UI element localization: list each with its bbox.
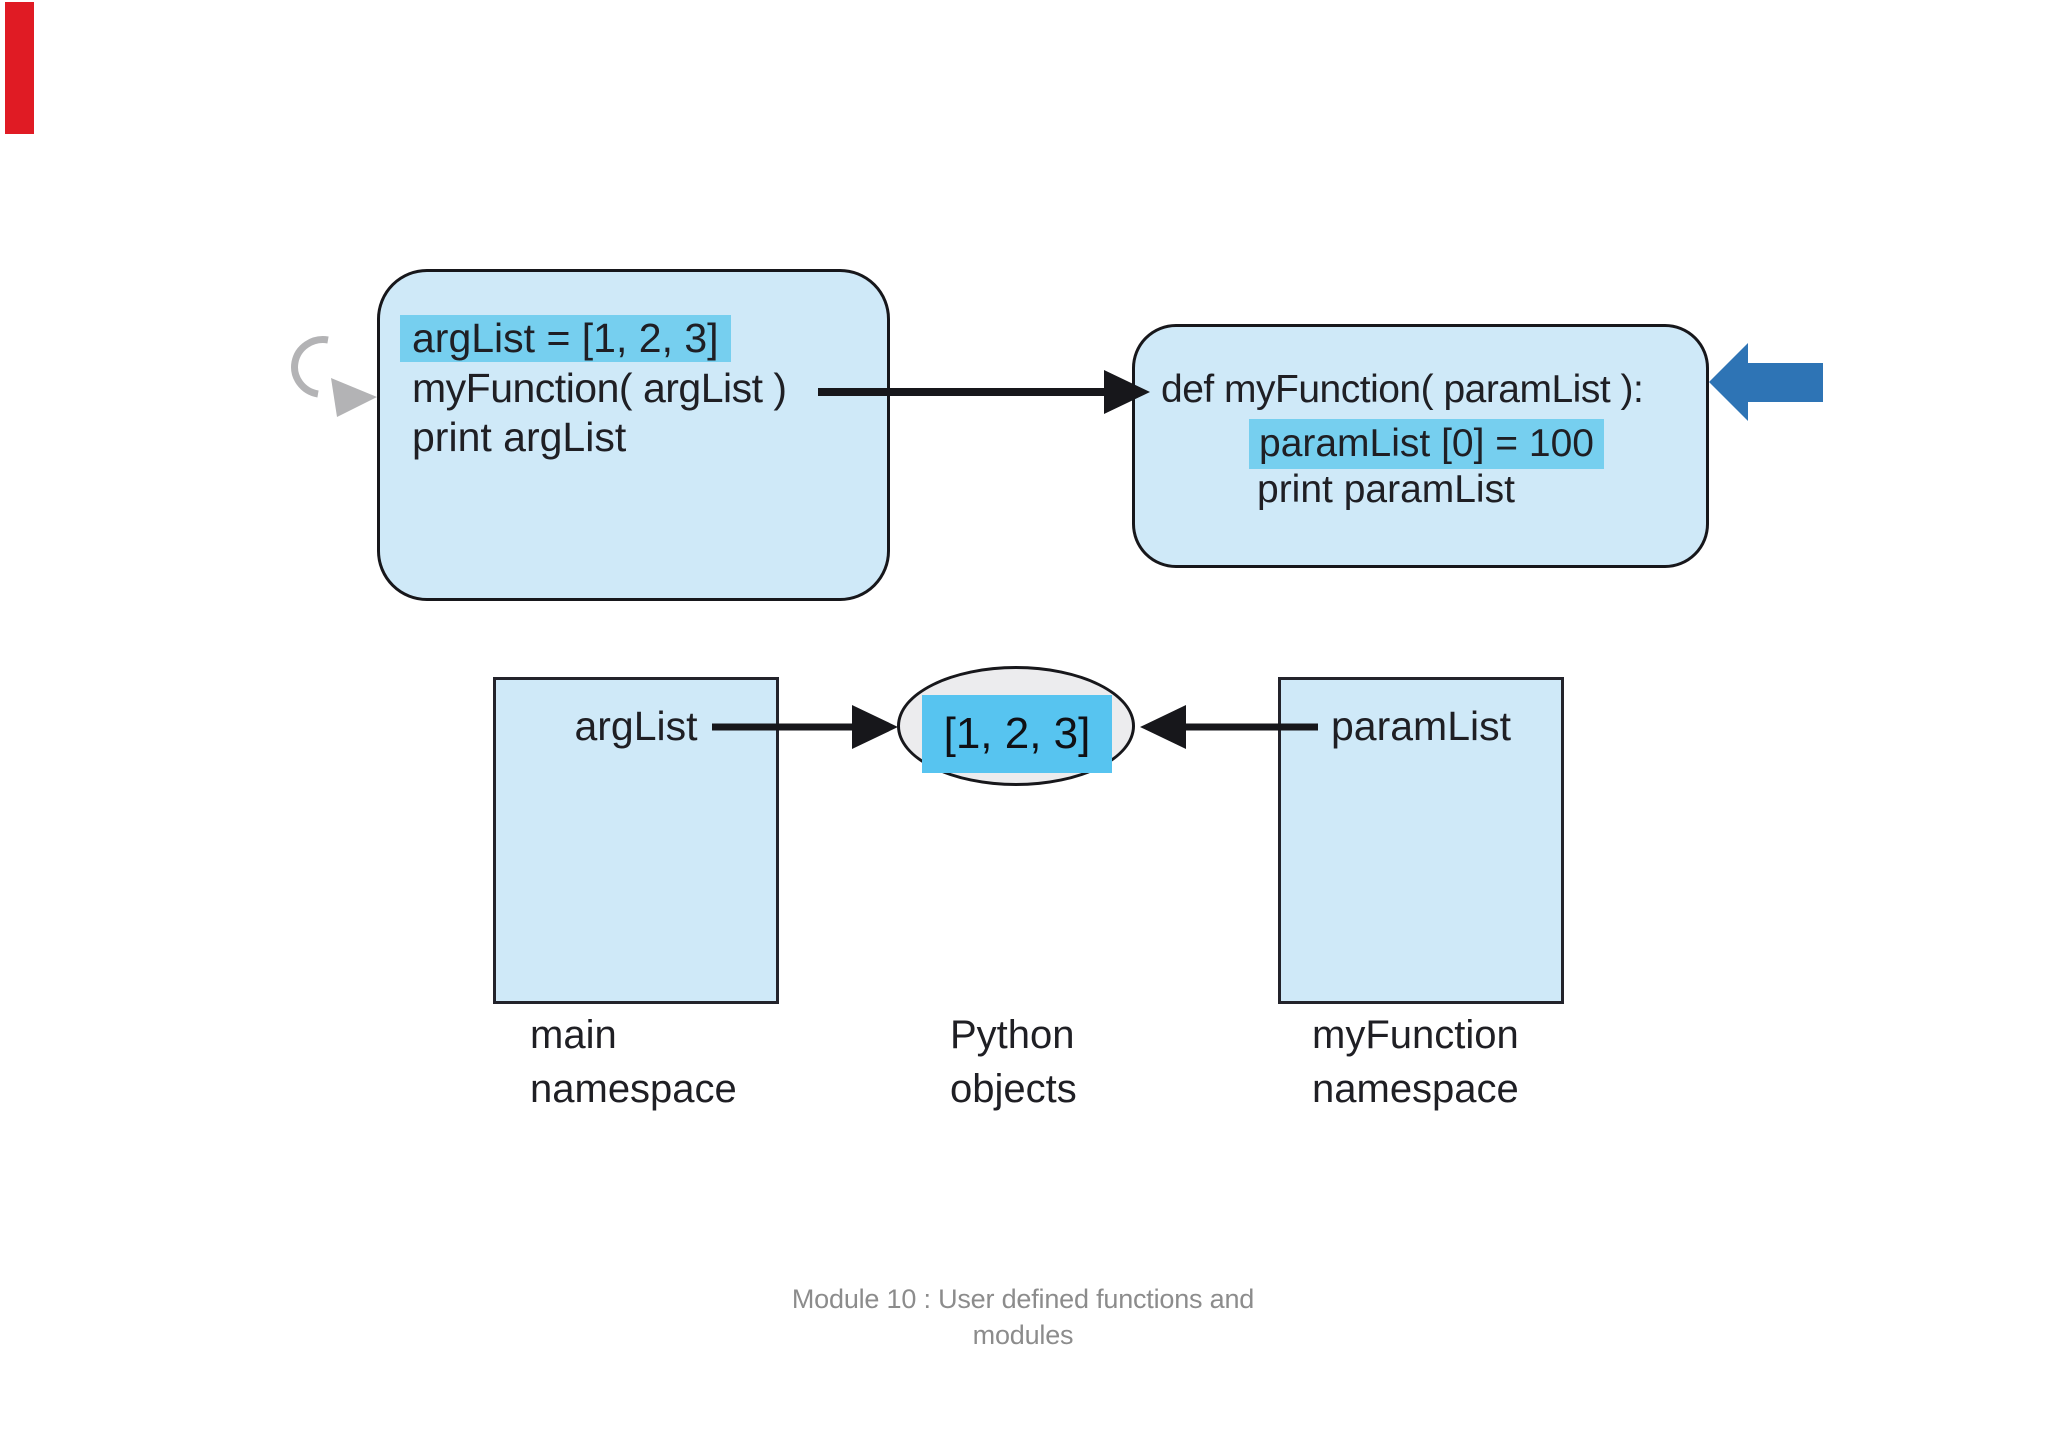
main-namespace-rect — [493, 677, 779, 1004]
python-objects-label: Python objects — [950, 1013, 1077, 1111]
function-code-line-assignment: paramList [0] = 100 — [1249, 419, 1604, 469]
function-namespace-rect — [1278, 677, 1564, 1004]
main-code-line-call: myFunction( argList ) — [412, 365, 787, 411]
red-marker-bar — [5, 2, 34, 134]
loop-arrow-icon — [291, 336, 377, 417]
function-code-line-print: print paramList — [1257, 468, 1515, 511]
function-code-line-def: def myFunction( paramList ): — [1161, 368, 1644, 411]
highlight-pointer-arrow-icon — [1709, 343, 1823, 421]
paramlist-variable-label: paramList — [1330, 703, 1511, 749]
function-namespace-label: myFunction namespace — [1312, 1013, 1519, 1111]
list-object-value: [1, 2, 3] — [922, 695, 1112, 773]
main-namespace-label: main namespace — [530, 1013, 737, 1111]
arglist-variable-label: argList — [574, 703, 698, 749]
slide-caption: Module 10 : User defined functions and m… — [791, 1284, 1255, 1350]
main-code-line-arglist-assignment: argList = [1, 2, 3] — [400, 315, 731, 362]
main-code-line-print: print argList — [412, 414, 627, 460]
